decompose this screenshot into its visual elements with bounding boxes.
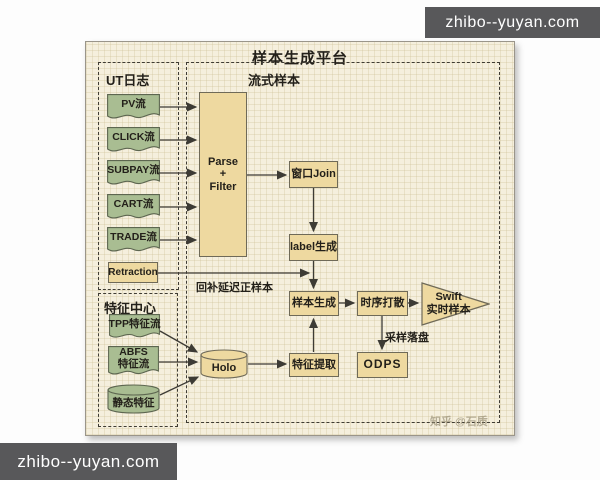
edge-label-sample-dump: 采样落盘 xyxy=(385,332,429,344)
node-odps: ODPS xyxy=(357,352,408,378)
node-click-stream: CLICK流 xyxy=(107,127,160,154)
node-parse-filter: Parse + Filter xyxy=(199,92,247,257)
parse-line1: Parse xyxy=(208,155,238,168)
watermark-zhihu-credit: 知乎 @石质 xyxy=(430,416,488,428)
group-feature-center xyxy=(98,293,178,427)
node-cart-stream: CART流 xyxy=(107,194,160,221)
group-stream-sample xyxy=(186,62,500,423)
abfs-line1: ABFS xyxy=(119,346,148,359)
document-shape xyxy=(107,160,160,185)
node-subpay-stream: SUBPAY流 xyxy=(107,160,160,187)
node-holo: Holo xyxy=(200,349,248,379)
group-label-ut-log: UT日志 xyxy=(106,73,150,88)
node-trade-stream: TRADE流 xyxy=(107,227,160,254)
parse-line3: Filter xyxy=(209,180,237,193)
swift-line2: 实时样本 xyxy=(426,304,471,316)
cylinder-shape xyxy=(107,384,160,414)
document-shape xyxy=(109,314,160,338)
parse-line2: + xyxy=(219,168,227,181)
node-label-gen: label生成 xyxy=(289,234,338,261)
document-shape xyxy=(107,227,160,252)
node-pv-stream: PV流 xyxy=(107,94,160,121)
node-feature-extract: 特征提取 xyxy=(289,353,339,377)
node-window-join: 窗口Join xyxy=(289,161,338,188)
triangle-shape xyxy=(421,282,490,326)
watermark-bottom-left: zhibo--yuyan.com xyxy=(0,443,177,480)
swift-line1: Swift xyxy=(435,291,462,304)
watermark-top-right: zhibo--yuyan.com xyxy=(425,7,600,38)
node-static-feature: 静态特征 xyxy=(107,384,160,414)
node-swift-realtime-sample: Swift 实时样本 xyxy=(421,282,490,326)
group-ut-log xyxy=(98,62,179,290)
node-time-shuffle: 时序打散 xyxy=(357,291,408,316)
cylinder-shape xyxy=(200,349,248,379)
node-retraction: Retraction xyxy=(108,262,158,283)
node-abfs-feature-stream: ABFS 特征流 xyxy=(108,346,159,377)
group-label-feature-center: 特征中心 xyxy=(104,301,157,316)
edge-label-backfill: 回补延迟正样本 xyxy=(196,282,273,294)
node-tpp-feature-stream: TPP特征流 xyxy=(109,314,160,340)
document-shape xyxy=(108,346,159,375)
document-shape xyxy=(107,127,160,152)
group-label-stream-sample: 流式样本 xyxy=(248,73,301,88)
node-sample-gen: 样本生成 xyxy=(289,291,339,316)
abfs-line2: 特征流 xyxy=(117,358,150,371)
document-shape xyxy=(107,94,160,119)
document-shape xyxy=(107,194,160,219)
